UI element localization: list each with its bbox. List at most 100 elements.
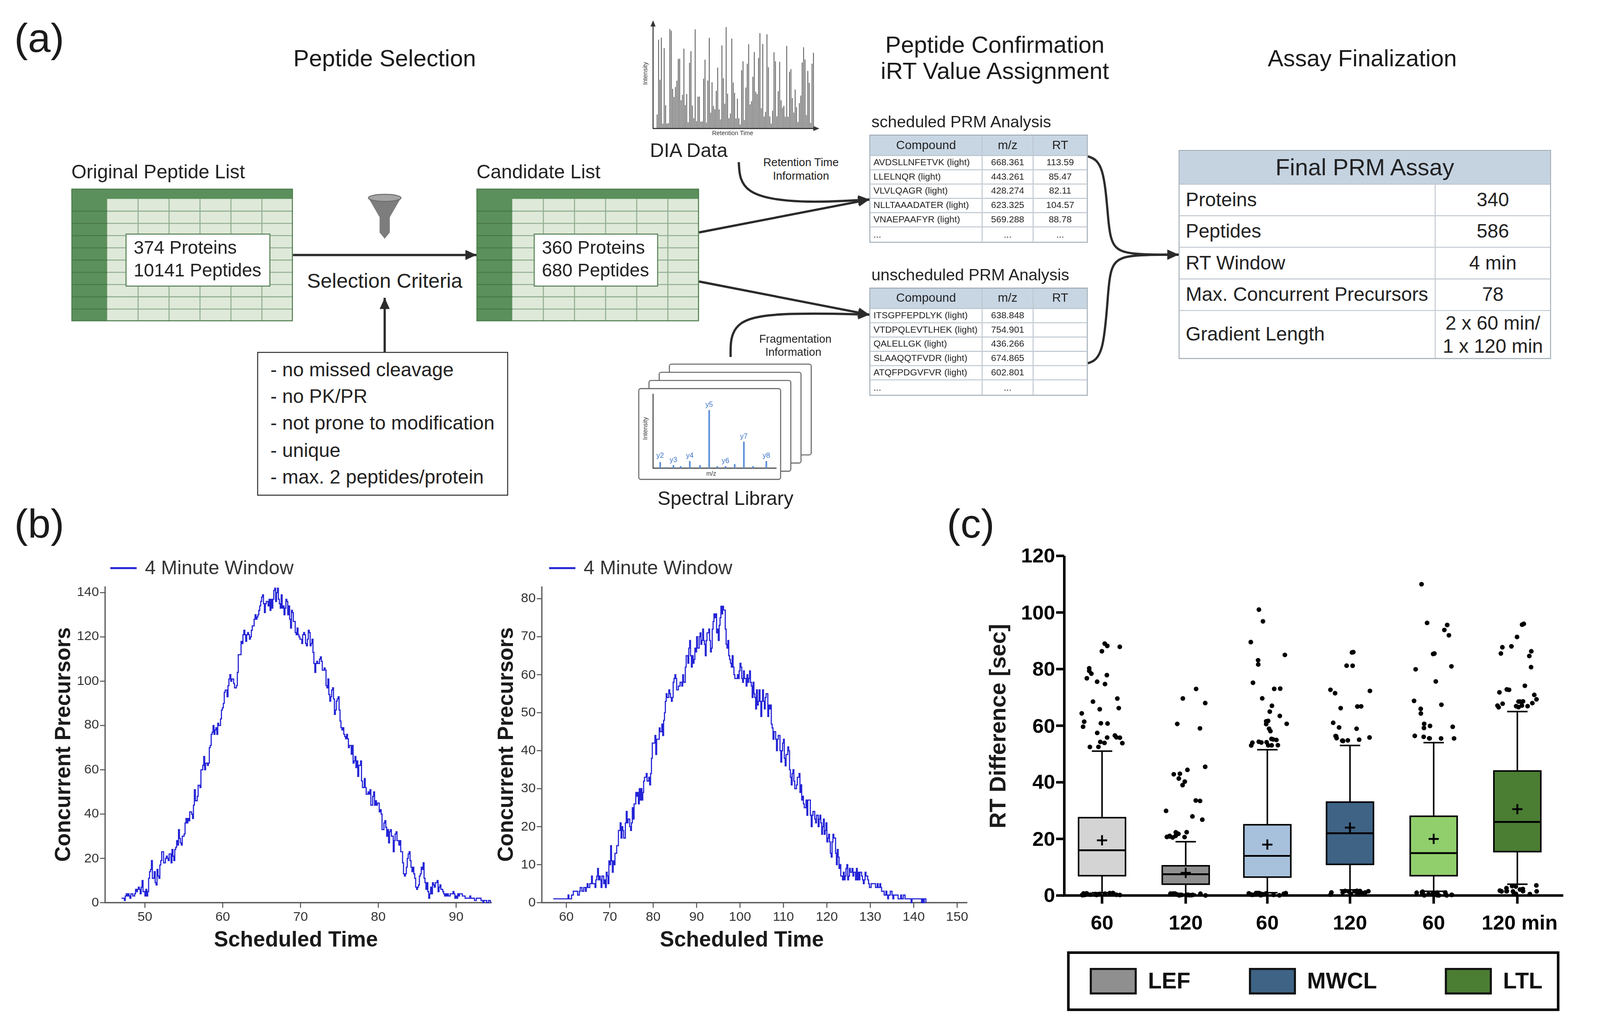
- spectrum-bar: [663, 47, 665, 129]
- fragment-peak: [672, 465, 675, 469]
- concurrency-trace: [553, 606, 926, 904]
- outlier-dot: [1411, 698, 1417, 704]
- axis-tick: [536, 788, 542, 790]
- axis-tick: [869, 902, 871, 909]
- outlier-dot: [1080, 724, 1086, 730]
- outlier-dot: [1504, 889, 1509, 895]
- outlier-dot: [1449, 892, 1454, 898]
- fragment-peak: [679, 466, 682, 469]
- iqr-box: [1078, 817, 1126, 876]
- spectrum-bar: [741, 70, 742, 129]
- fragment-peak: [752, 466, 755, 469]
- outlier-dot: [1418, 706, 1424, 712]
- outlier-dot: [1336, 725, 1342, 731]
- table-cell: 113.59: [1033, 156, 1088, 171]
- fragment-peak: [742, 441, 745, 469]
- outlier-dot: [1269, 703, 1275, 709]
- outlier-dot: [1444, 622, 1450, 628]
- text-label: 60: [520, 667, 536, 683]
- legend-line: [110, 567, 137, 570]
- outlier-dot: [1446, 633, 1452, 639]
- criteria-text: - max. 2 peptides/protein: [270, 464, 495, 491]
- table-cell-text: 4 min: [1469, 252, 1517, 275]
- spectrum-bar: [793, 112, 795, 129]
- table-cell: NLLTAAADATER (light): [870, 198, 983, 214]
- spectrum-bar: [727, 93, 729, 129]
- spectrum-bar: [804, 59, 806, 129]
- outlier-dot: [1427, 723, 1433, 729]
- outlier-dot: [1497, 690, 1502, 695]
- table-cell-text: 85.47: [1048, 171, 1072, 183]
- count-box: 360 Proteins 680 Peptides: [533, 233, 658, 287]
- text-label: 80: [84, 717, 100, 734]
- text-label: 60: [1090, 911, 1114, 936]
- grid-line: [476, 247, 513, 249]
- outlier-dot: [1509, 644, 1515, 650]
- outlier-dot: [1269, 736, 1275, 742]
- table-cell-text: 586: [1476, 220, 1509, 243]
- funnel-rim: [368, 194, 401, 202]
- table-cell-text: Peptides: [1185, 220, 1262, 243]
- table-cell-text: SLAAQQTFVDR (light): [873, 353, 968, 364]
- grid-line: [71, 210, 108, 212]
- whisker: [1349, 864, 1351, 890]
- table-cell: m/z: [982, 135, 1034, 157]
- outlier-dot: [1263, 891, 1269, 897]
- text-label: 120: [76, 629, 100, 645]
- axis-tick: [144, 902, 146, 909]
- spectrum-bar: [686, 94, 688, 129]
- axis-title: Concurrent Precursors: [51, 627, 76, 863]
- outlier-dot: [1534, 889, 1539, 895]
- outlier-dot: [1099, 649, 1105, 654]
- outlier-dot: [1439, 702, 1444, 708]
- mean-marker: [1097, 835, 1108, 846]
- table-title: scheduled PRM Analysis: [871, 113, 1052, 132]
- spectrum-bar: [775, 61, 777, 129]
- table-cell-text: Gradient Length: [1185, 323, 1325, 346]
- outlier-dot: [1514, 635, 1520, 640]
- grid-line: [71, 222, 294, 224]
- grid-line: [71, 247, 108, 249]
- axis-tick: [1056, 894, 1065, 898]
- outlier-dot: [1182, 834, 1187, 840]
- text-label: 60: [215, 910, 231, 926]
- outlier-dot: [1090, 699, 1096, 705]
- spectrum-bar: [711, 82, 713, 129]
- outlier-dot: [1248, 743, 1254, 749]
- table-cell-text: 623.325: [991, 200, 1025, 211]
- spectrum-bar: [749, 104, 751, 129]
- outlier-dot: [1263, 721, 1269, 727]
- spectrum-bar: [770, 123, 772, 129]
- outlier-dot: [1116, 706, 1122, 712]
- spectrum-bar: [714, 109, 716, 129]
- sheet-index-column: [476, 188, 513, 322]
- legend-text: LTL: [1503, 968, 1543, 995]
- table-cell-text: LLELNQR (light): [873, 171, 941, 183]
- grid-line: [476, 308, 699, 310]
- spectrum-bar: [700, 121, 702, 129]
- axis-title: Intensity: [642, 417, 650, 440]
- whisker: [1266, 750, 1269, 826]
- outlier-dot: [1527, 892, 1533, 897]
- text-label: 10: [520, 857, 536, 873]
- illustration-node: Spectral Library: [632, 357, 819, 519]
- spectrum-bar: [684, 105, 686, 129]
- text-label: 120 min: [1481, 911, 1558, 936]
- outlier-dot: [1513, 884, 1519, 890]
- outlier-dot: [1521, 621, 1527, 627]
- grid-line: [476, 296, 699, 298]
- whisker-cap: [1507, 711, 1528, 713]
- spectrum-bar: [806, 115, 807, 129]
- grid-line: [476, 296, 513, 298]
- table-cell: m/z: [982, 288, 1034, 310]
- funnel-icon: [368, 194, 401, 240]
- table-cell-text: RT: [1052, 138, 1069, 153]
- text-label: 120: [815, 910, 838, 926]
- outlier-dot: [1184, 830, 1190, 835]
- fragment-peak: [708, 410, 711, 469]
- spreadsheet-box: 374 Proteins 10141 PeptidesOriginal Pept…: [71, 188, 294, 322]
- table-cell: ITSGPFEPDLYK (light): [870, 309, 983, 324]
- outlier-dot: [1117, 644, 1123, 650]
- table-cell-text: QALELLGK (light): [873, 338, 948, 350]
- outlier-dot: [1354, 704, 1360, 710]
